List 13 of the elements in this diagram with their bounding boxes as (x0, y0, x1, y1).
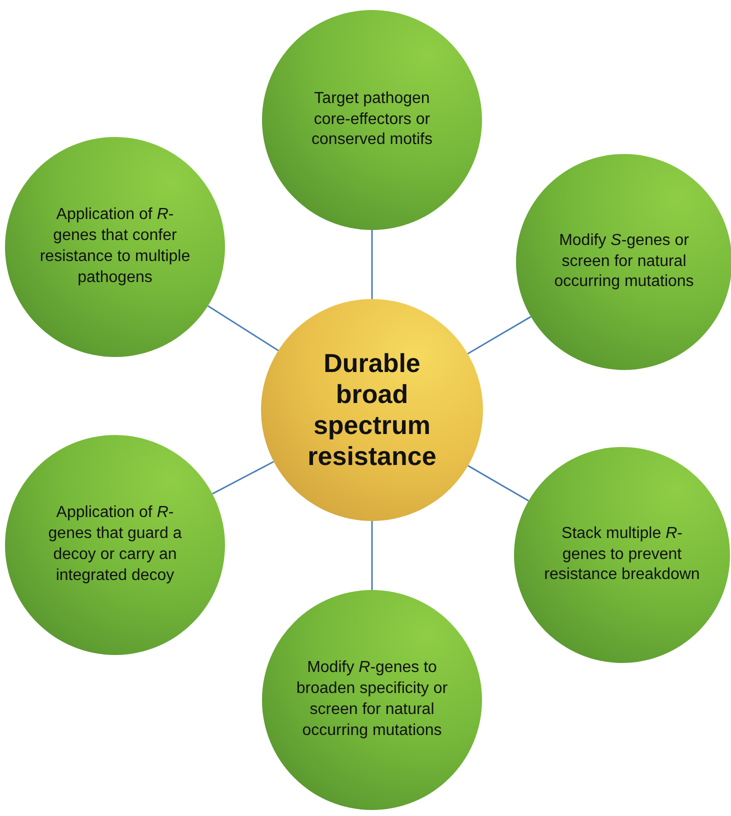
connector-line (207, 305, 279, 352)
connector-line (467, 316, 532, 354)
circle-text: Target pathogen core-effectors or conserved motifs (310, 88, 434, 150)
circle-text: Application of R-genes that confer resistance to multiple pathogens (38, 205, 192, 288)
circle-text: Modify R-genes to broaden specificity or screen for natural occurring mutations (295, 658, 449, 741)
connector-line (371, 521, 373, 590)
circle-text: Durable broad spectrum resistance (306, 348, 438, 472)
circle-text: Stack multiple R-genes to prevent resistance breakdown (543, 524, 701, 586)
connector-line (468, 465, 529, 502)
connector-line (371, 230, 373, 299)
connector-line (212, 460, 274, 494)
circle-text: Modify S-genes or screen for natural occurring mutations (553, 230, 695, 292)
circle-text: Application of R-genes that guard a decoy or carry an integrated decoy (47, 503, 183, 586)
